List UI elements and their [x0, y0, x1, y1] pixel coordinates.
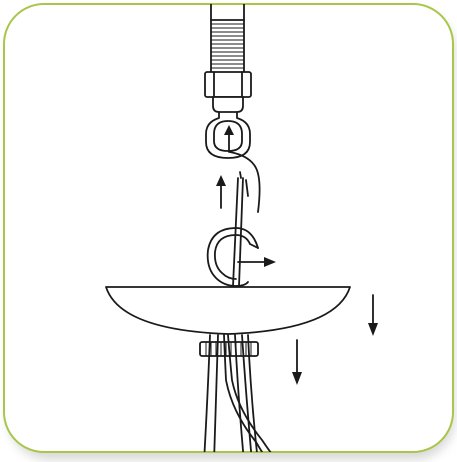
hex-nut: [204, 71, 252, 98]
arrow-down-icon: [292, 339, 302, 385]
arrow-down-icon: [368, 294, 378, 336]
lamp-cable: [232, 171, 249, 287]
hanging-cords: [203, 334, 279, 452]
wire-through-loop: [229, 151, 261, 213]
c-hook: [206, 227, 259, 287]
threaded-rod: [210, 4, 245, 73]
arrow-up-icon: [224, 125, 234, 153]
swivel-collar: [212, 96, 244, 113]
arrow-up-icon: [216, 175, 226, 209]
arrow-right-icon: [237, 257, 276, 267]
loop-hook: [205, 111, 251, 159]
canopy-bowl: [105, 286, 351, 335]
